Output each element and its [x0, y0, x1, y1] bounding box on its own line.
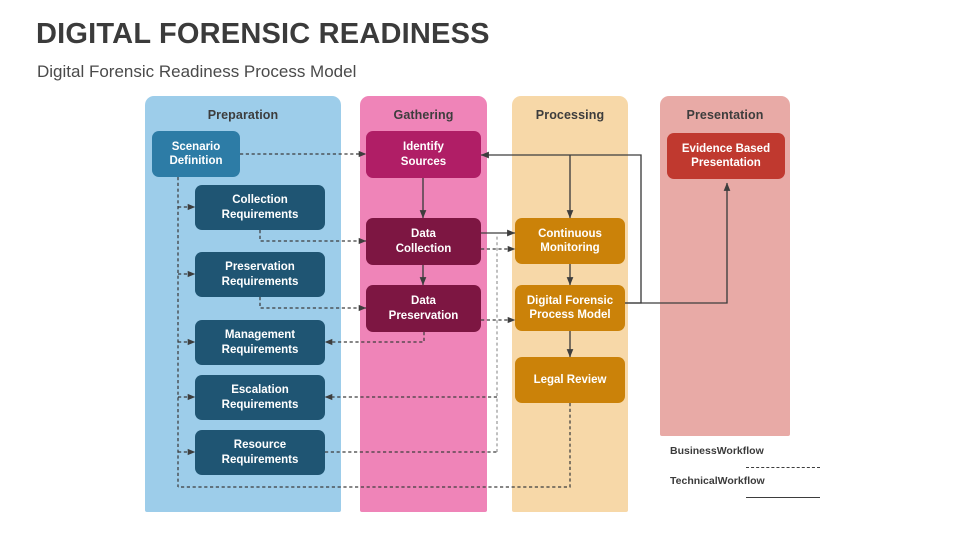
process-box-label-line2: Requirements: [221, 398, 299, 411]
legend-label-technical-workflow: TechnicalWorkflow: [670, 475, 765, 489]
process-box-label-line1: Escalation: [231, 384, 289, 397]
process-box-label-line2: Sources: [400, 155, 447, 168]
legend-label-line2: Workflow: [717, 475, 765, 487]
process-box-label-line2: Requirements: [221, 275, 299, 288]
process-box-label-line2: Preservation: [388, 309, 459, 322]
process-box-label-line2: Process Model: [529, 309, 611, 321]
legend-item-technical-workflow: TechnicalWorkflow: [670, 475, 830, 505]
process-box-label-line1: Continuous: [538, 227, 602, 240]
process-box-label-line1: Preservation: [225, 261, 295, 274]
process-box-label-line1: Digital Forensic: [526, 294, 614, 307]
page-subtitle: Digital Forensic Readiness Process Model: [37, 62, 357, 81]
legend-label-business-workflow: BusinessWorkflow: [670, 445, 764, 459]
process-box-label-line2: Requirements: [221, 453, 299, 466]
process-box-label-line1: Resource: [233, 439, 287, 452]
legend-item-business-workflow: BusinessWorkflow: [670, 445, 830, 475]
process-box-label-line1: Legal Review: [533, 373, 607, 386]
process-box-label-line2: Requirements: [221, 208, 299, 221]
process-box-label-line2: Requirements: [221, 343, 299, 356]
process-box-label-line1: Identify: [403, 141, 444, 154]
page-title: DIGITAL FORENSIC READINESS: [36, 18, 490, 50]
process-box-label-line1: Evidence Based: [681, 142, 771, 155]
process-box-label-line1: Management: [224, 329, 296, 342]
process-box-label-line1: Collection: [232, 194, 288, 207]
legend-label-line1: Business: [670, 445, 717, 457]
process-box-label-line2: Monitoring: [540, 242, 600, 254]
legend-label-line2: Workflow: [716, 445, 764, 457]
legend-swatch-business-workflow: [746, 467, 820, 468]
swimlane-title-processing: Processing: [535, 108, 605, 122]
process-box-label-line1: Data: [411, 228, 436, 241]
process-box-label-line2: Presentation: [691, 157, 761, 169]
swimlane-title-preparation: Preparation: [207, 108, 279, 122]
legend-swatch-technical-workflow: [746, 497, 820, 498]
process-box-label-line2: Collection: [395, 242, 452, 255]
swimlane-title-presentation: Presentation: [686, 108, 764, 122]
process-box-label-line1: Scenario: [171, 140, 221, 153]
process-box-legal-review[interactable]: Legal Review: [515, 357, 625, 403]
legend-label-line1: Technical: [670, 475, 718, 487]
swimlane-title-gathering: Gathering: [393, 108, 454, 122]
process-box-label-line1: Data: [411, 295, 436, 308]
process-box-label-line2: Definition: [169, 155, 223, 167]
